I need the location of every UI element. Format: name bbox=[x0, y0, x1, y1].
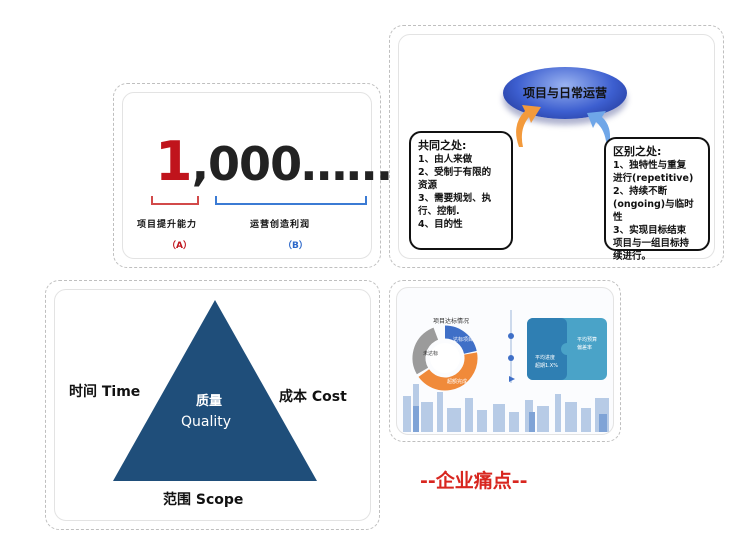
common-points-heading: 共同之处: bbox=[418, 139, 467, 152]
bracket-b bbox=[215, 196, 367, 205]
panel-label-4: 偏差率 bbox=[577, 345, 593, 351]
donut-chart bbox=[412, 325, 478, 391]
quality-cn: 质量 bbox=[196, 394, 223, 409]
donut-label-1: 达标项目 bbox=[453, 337, 474, 343]
tag-a: （A） bbox=[167, 241, 192, 251]
scope-label: 范围 Scope bbox=[163, 492, 244, 508]
iron-triangle-panel: 质量 Quality 时间 Time 成本 Cost 范围 Scope bbox=[54, 289, 371, 521]
big-number: 1,000…… bbox=[155, 135, 392, 191]
label-project-capability: 项目提升能力 bbox=[137, 220, 198, 230]
dashboard-title: 项目达标情况 bbox=[433, 318, 470, 325]
common-line: 2、受制于有限的 bbox=[418, 167, 492, 178]
donut-label-3: 超额完成 bbox=[447, 379, 468, 385]
dashboard-card: 项目达标情况 bbox=[389, 280, 621, 442]
blue-arrow-icon bbox=[587, 111, 611, 153]
quality-en: Quality bbox=[181, 414, 232, 430]
panel-label-1: 平均进度 bbox=[535, 355, 556, 361]
big-number-rest: ,000…… bbox=[191, 137, 392, 191]
title-ellipse: 项目与日常运营 bbox=[503, 67, 627, 119]
skyline-icon bbox=[403, 384, 609, 432]
diff-line: 续进行。 bbox=[613, 251, 652, 262]
capability-profit-card: 1,000…… 项目提升能力 运营创造利润 （A） （B） bbox=[113, 83, 392, 268]
panel-label-3: 平均预算 bbox=[577, 337, 598, 343]
triangle-icon bbox=[113, 300, 317, 481]
diff-line: 1、独特性与重复 bbox=[613, 160, 687, 171]
diff-line: 项目与一组目标持 bbox=[613, 238, 690, 249]
tag-b: （B） bbox=[283, 241, 308, 251]
diff-line: 进行(repetitive) bbox=[613, 173, 694, 184]
diff-line: 2、持续不断 bbox=[613, 186, 668, 197]
panel-label-2: 超期1.X% bbox=[535, 363, 558, 369]
time-label: 时间 Time bbox=[69, 384, 141, 400]
project-vs-operations-panel: 项目与日常运营 共同之处: 1、由人来做 2、受制于有限的 资源 3、需要规划、… bbox=[398, 34, 715, 262]
iron-triangle-card: 质量 Quality 时间 Time 成本 Cost 范围 Scope bbox=[45, 280, 380, 530]
orange-arrow-icon bbox=[516, 105, 541, 147]
common-line: 行、控制. bbox=[418, 206, 460, 217]
label-operation-profit: 运营创造利润 bbox=[250, 220, 311, 230]
donut-label-2: 未达标 bbox=[423, 351, 439, 357]
common-line: 4、目的性 bbox=[418, 219, 463, 230]
differences-box: 区别之处: 1、独特性与重复 进行(repetitive) 2、持续不断 (on… bbox=[604, 137, 710, 262]
common-line: 1、由人来做 bbox=[418, 154, 473, 165]
diff-line: (ongoing)与临时性 bbox=[613, 199, 694, 223]
diff-line: 3、实现目标结束 bbox=[613, 225, 687, 236]
common-line: 3、需要规划、执 bbox=[418, 193, 492, 204]
title-ellipse-text: 项目与日常运营 bbox=[522, 86, 607, 100]
arrows bbox=[516, 105, 611, 153]
capability-profit-panel: 1,000…… 项目提升能力 运营创造利润 （A） （B） bbox=[122, 92, 392, 259]
pain-points-caption: --企业痛点-- bbox=[420, 470, 528, 492]
big-number-one: 1 bbox=[155, 130, 193, 193]
cost-label: 成本 Cost bbox=[279, 389, 347, 405]
differences-heading: 区别之处: bbox=[613, 145, 662, 158]
common-points-box: 共同之处: 1、由人来做 2、受制于有限的 资源 3、需要规划、执 行、控制. … bbox=[409, 131, 513, 250]
dashboard-panel: 项目达标情况 bbox=[396, 287, 614, 435]
common-line: 资源 bbox=[418, 180, 438, 191]
bracket-a bbox=[151, 196, 199, 205]
project-vs-operations-card: 项目与日常运营 共同之处: 1、由人来做 2、受制于有限的 资源 3、需要规划、… bbox=[389, 25, 724, 268]
dashboard-graphic bbox=[403, 310, 609, 432]
